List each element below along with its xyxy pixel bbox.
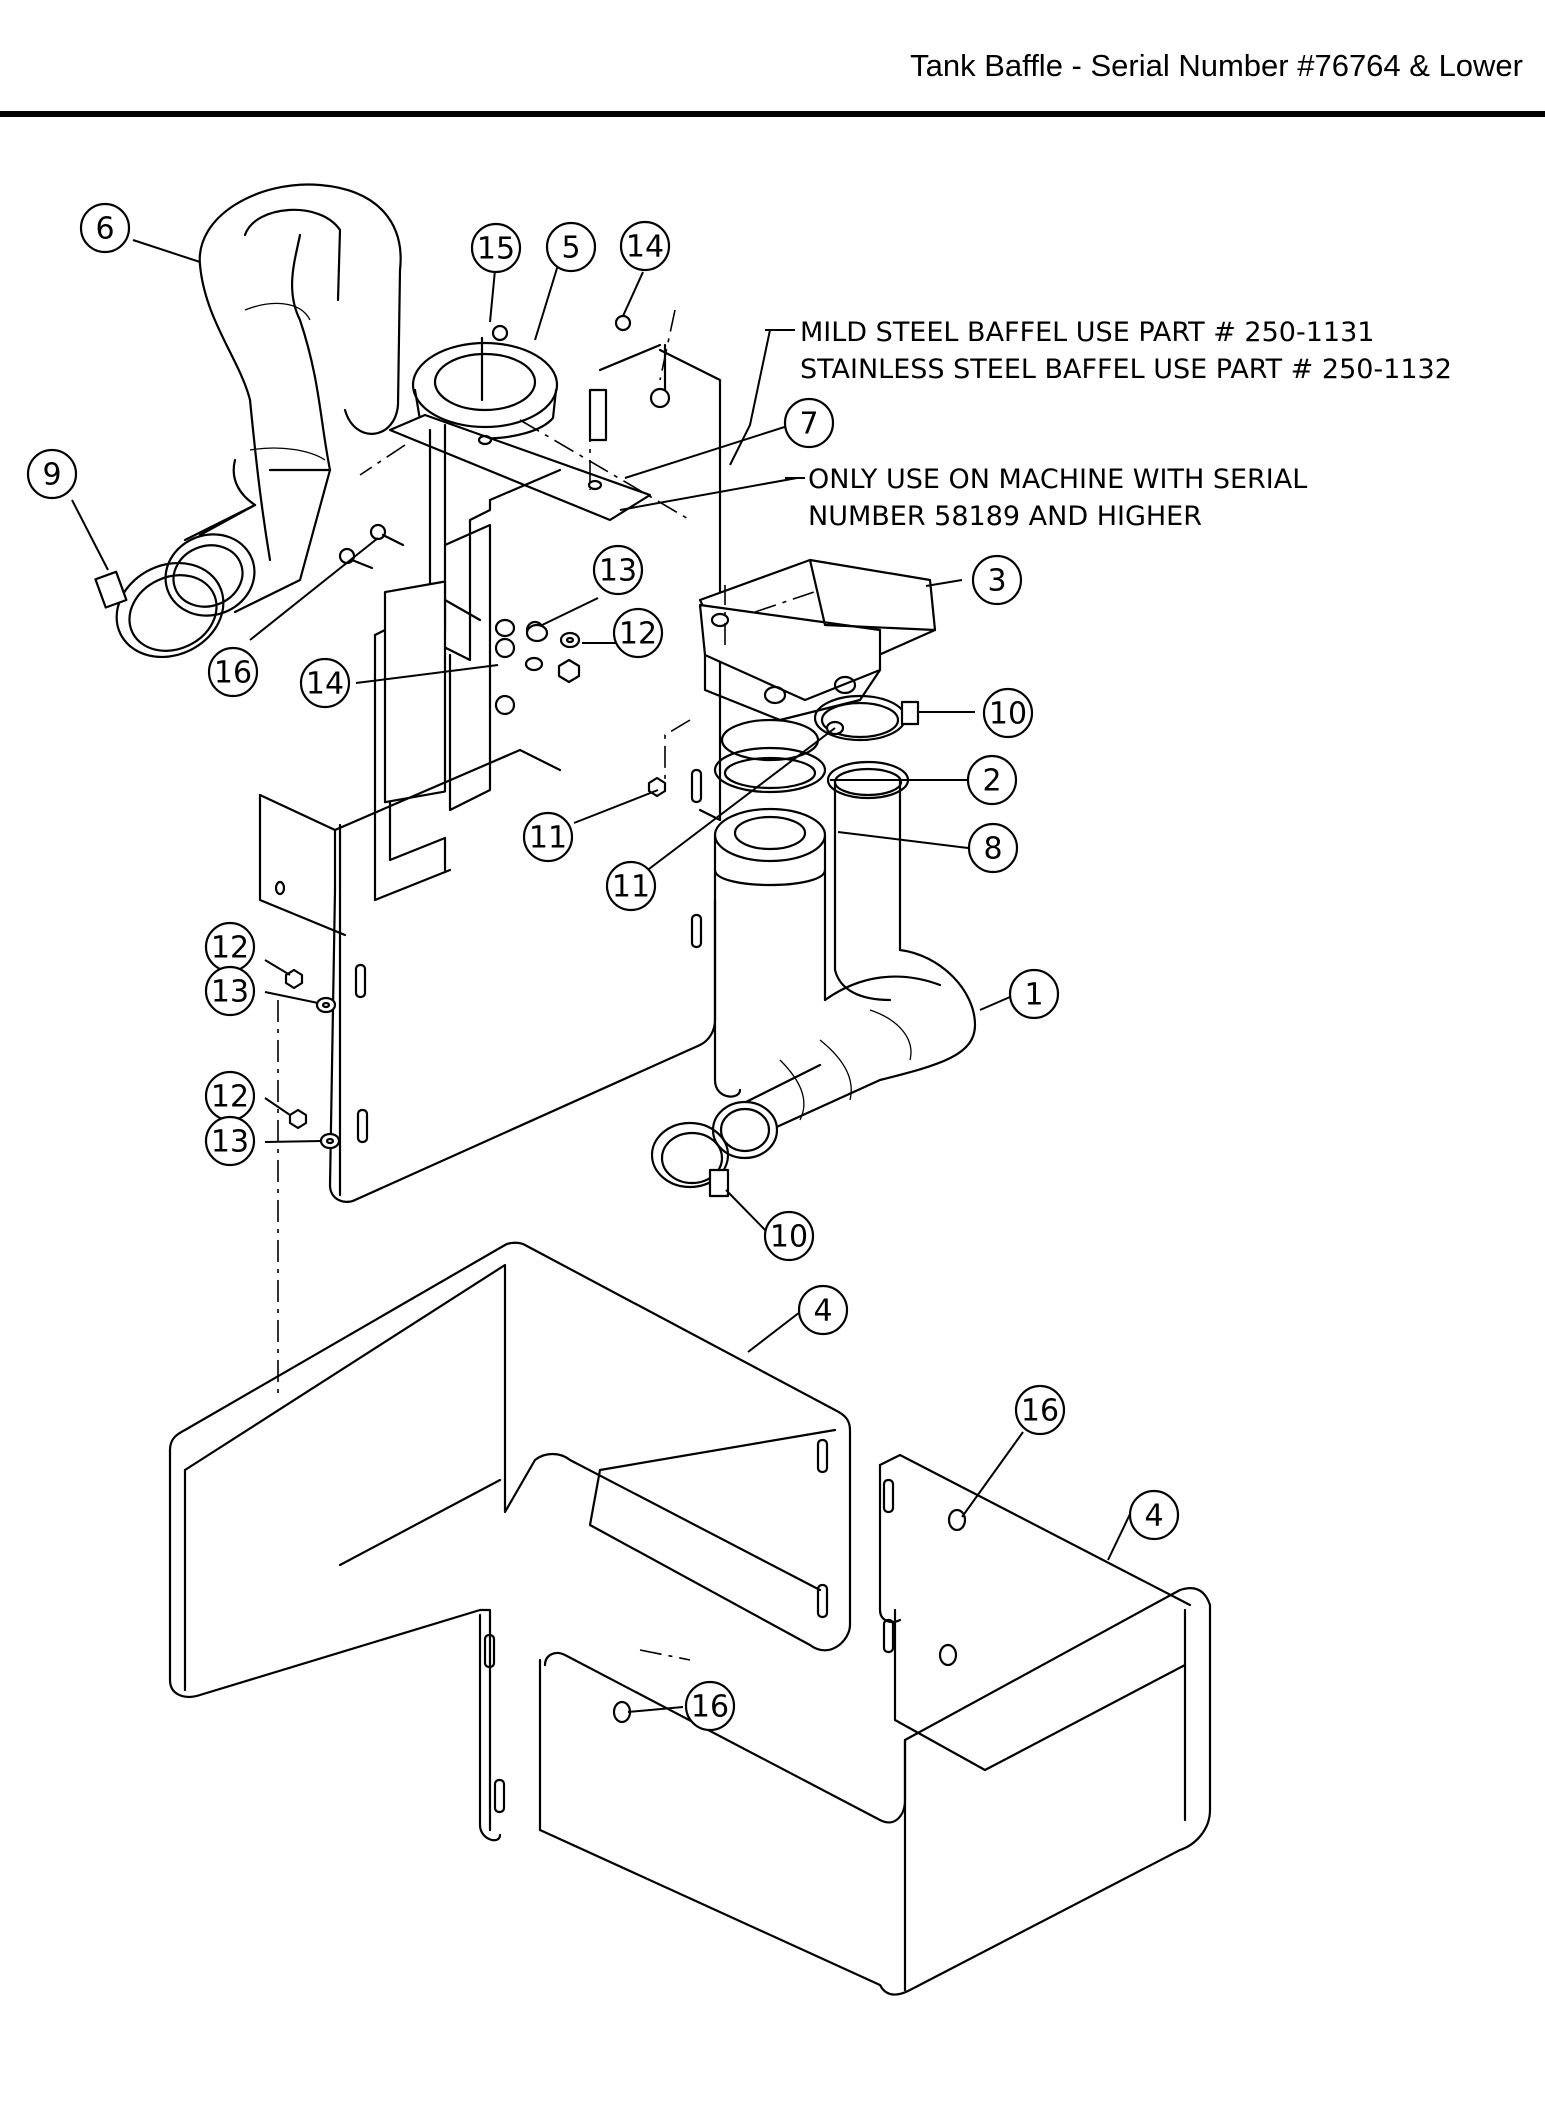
svg-text:13: 13	[599, 554, 637, 589]
callout-8: 8	[967, 822, 1019, 874]
svg-text:16: 16	[691, 1690, 729, 1725]
svg-text:NUMBER 58189 AND HIGHER: NUMBER 58189 AND HIGHER	[808, 501, 1202, 532]
callout-4-upper: 4	[797, 1284, 849, 1336]
callout-6: 6	[79, 202, 131, 254]
svg-text:6: 6	[95, 212, 114, 247]
svg-text:15: 15	[477, 232, 515, 267]
svg-text:11: 11	[529, 821, 567, 856]
svg-text:13: 13	[211, 975, 249, 1010]
callout-11-low: 11	[605, 860, 657, 912]
svg-text:14: 14	[306, 667, 344, 702]
svg-text:16: 16	[1021, 1394, 1059, 1429]
callout-13-top: 13	[592, 544, 644, 596]
part-6-hose	[164, 183, 402, 617]
baffle-part-note: MILD STEEL BAFFEL USE PART # 250-1131 ST…	[775, 317, 1452, 385]
svg-text:9: 9	[42, 458, 61, 493]
svg-text:4: 4	[1144, 1499, 1163, 1534]
svg-text:11: 11	[612, 870, 650, 905]
leader-lines	[71, 239, 1132, 1713]
baffle-plate	[258, 748, 717, 1203]
svg-text:13: 13	[211, 1125, 249, 1160]
part-8-reducer	[713, 718, 827, 887]
callout-10-top: 10	[982, 687, 1034, 739]
callout-13-left-b: 13	[204, 1115, 256, 1167]
assembly-centerlines	[277, 309, 821, 1661]
callout-14-top: 14	[619, 220, 671, 272]
callout-7: 7	[783, 397, 835, 449]
svg-text:MILD STEEL BAFFEL USE PART # 2: MILD STEEL BAFFEL USE PART # 250-1131	[800, 317, 1374, 348]
callout-16-left: 16	[207, 646, 259, 698]
callout-12-top: 12	[612, 607, 664, 659]
svg-text:12: 12	[619, 617, 657, 652]
callout-16-right: 16	[1014, 1384, 1066, 1436]
svg-text:3: 3	[987, 564, 1006, 599]
serial-note: ONLY USE ON MACHINE WITH SERIAL NUMBER 5…	[785, 464, 1307, 532]
callout-12-left-a: 12	[204, 921, 256, 973]
part-4-tank-left	[168, 1241, 852, 1842]
part-9-clamp	[94, 561, 225, 659]
svg-text:ONLY USE ON MACHINE WITH SERIA: ONLY USE ON MACHINE WITH SERIAL	[808, 464, 1307, 495]
callout-2: 2	[966, 754, 1018, 806]
svg-text:12: 12	[211, 931, 249, 966]
page-title: Tank Baffle - Serial Number #76764 & Low…	[910, 48, 1523, 83]
header-rule	[0, 111, 1545, 117]
callout-5: 5	[545, 221, 597, 273]
part-10-clamps	[650, 694, 920, 1198]
callout-9: 9	[26, 448, 78, 500]
svg-text:10: 10	[989, 697, 1027, 732]
part-3-housing	[698, 558, 937, 722]
hardware	[284, 314, 845, 1150]
callout-3: 3	[971, 554, 1023, 606]
part-4-tank-right	[538, 1453, 1212, 1996]
callout-10-low: 10	[763, 1210, 815, 1262]
svg-text:5: 5	[561, 231, 580, 266]
svg-text:12: 12	[211, 1080, 249, 1115]
svg-text:1: 1	[1024, 978, 1043, 1013]
svg-text:8: 8	[983, 832, 1002, 867]
callout-1: 1	[1008, 968, 1060, 1020]
svg-text:10: 10	[770, 1220, 808, 1255]
callout-15: 15	[470, 222, 522, 274]
callout-16-bottom: 16	[684, 1680, 736, 1732]
svg-text:4: 4	[813, 1294, 832, 1329]
callout-14-mid: 14	[299, 657, 351, 709]
callout-11-mid: 11	[522, 811, 574, 863]
baffle-bracket	[373, 343, 722, 902]
svg-text:7: 7	[799, 407, 818, 442]
svg-text:STAINLESS STEEL BAFFEL USE PAR: STAINLESS STEEL BAFFEL USE PART # 250-11…	[800, 354, 1452, 385]
svg-text:2: 2	[982, 764, 1001, 799]
callout-12-left-b: 12	[204, 1070, 256, 1122]
svg-text:16: 16	[214, 656, 252, 691]
part-1-elbow-pipe	[711, 778, 977, 1160]
callout-4-right: 4	[1128, 1489, 1180, 1541]
part-7-plate	[388, 413, 652, 522]
callout-13-left-a: 13	[204, 965, 256, 1017]
svg-text:14: 14	[626, 230, 664, 265]
